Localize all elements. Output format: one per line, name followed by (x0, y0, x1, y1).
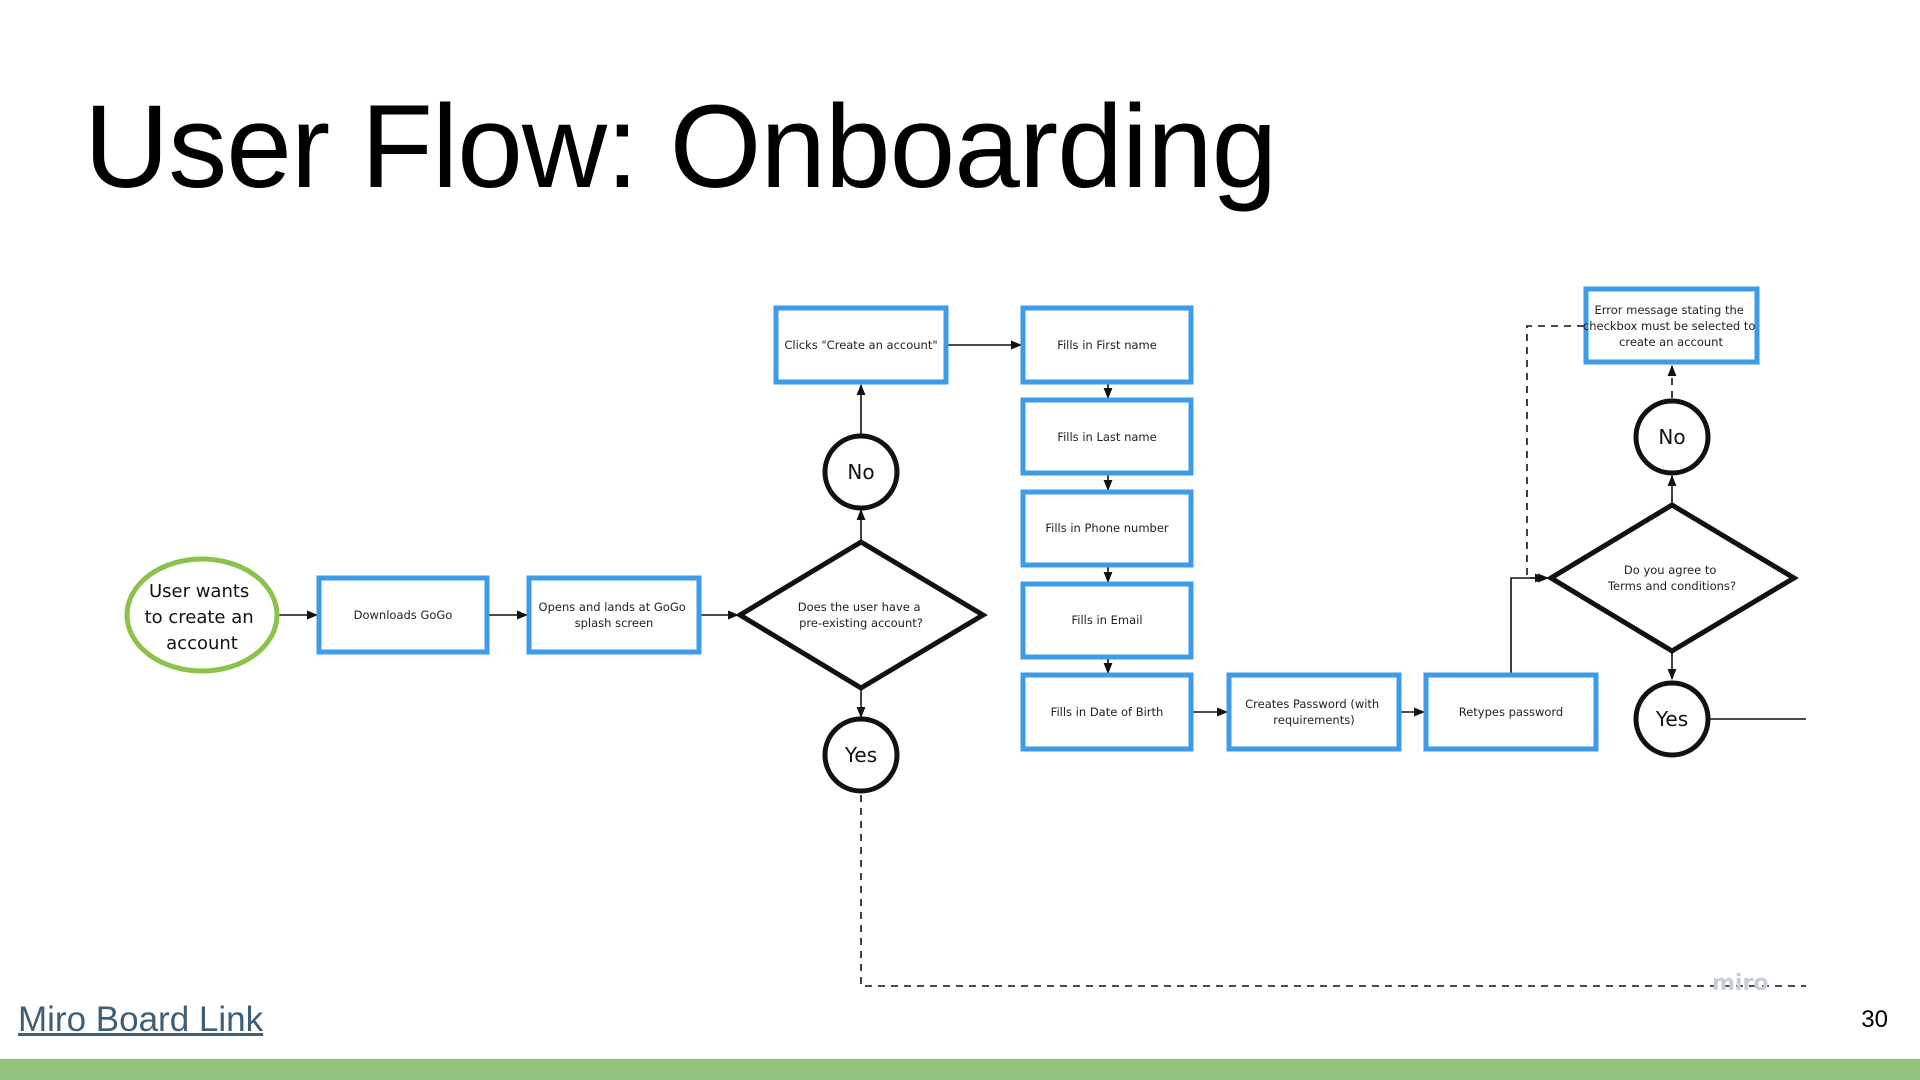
last-name-box (1020, 397, 1194, 476)
accent-bar (0, 1059, 1920, 1080)
retype-box (1423, 672, 1599, 752)
yes-label-1: Yes (844, 743, 877, 767)
create-account-label: Clicks "Create an account" (784, 338, 937, 352)
last-name-label: Fills in Last name (1057, 430, 1156, 444)
yes-node-2 (1633, 680, 1711, 758)
edge-retype-to-terms (1510, 573, 1550, 674)
terms-decision-label: Do you agree to Terms and conditions? (1607, 563, 1736, 593)
miro-watermark: miro (1712, 971, 1768, 996)
no-label-1: No (847, 460, 874, 484)
retype-label: Retypes password (1459, 705, 1563, 719)
account-decision-label: Does the user have a pre-existing accoun… (798, 600, 924, 630)
slide-title: User Flow: Onboarding (84, 81, 1277, 213)
downloads-box (316, 575, 490, 655)
error-box (1583, 286, 1760, 365)
phone-label: Fills in Phone number (1045, 521, 1169, 535)
no-node-1 (822, 433, 900, 511)
splash-box (526, 575, 702, 655)
password-box (1226, 672, 1402, 752)
password-label: Creates Password (with requirements) (1245, 697, 1383, 727)
no-label-2: No (1658, 425, 1685, 449)
splash-label: Opens and lands at GoGo splash screen (539, 600, 690, 630)
page-number: 30 (1861, 1006, 1888, 1033)
email-box (1020, 581, 1194, 660)
create-account-box (773, 305, 949, 385)
miro-board-link[interactable]: Miro Board Link (18, 1000, 264, 1039)
start-node: User wants to create an account (124, 556, 280, 674)
yes-node-1 (822, 716, 900, 794)
dob-box (1020, 672, 1194, 752)
yes-label-2: Yes (1655, 707, 1688, 731)
edge-yes1-dashed-exit (860, 795, 1806, 987)
dob-label: Fills in Date of Birth (1051, 705, 1164, 719)
email-label: Fills in Email (1071, 613, 1142, 627)
downloads-label: Downloads GoGo (354, 608, 453, 622)
first-name-label: Fills in First name (1057, 338, 1157, 352)
phone-box (1020, 489, 1194, 568)
no-node-2 (1633, 398, 1711, 476)
first-name-box (1020, 305, 1194, 385)
edge-error-back-to-terms (1526, 325, 1584, 583)
terms-decision (1546, 502, 1799, 654)
error-label: Error message stating the checkbox must … (1583, 303, 1759, 349)
account-decision (735, 539, 988, 691)
svg-text:User wants to create an: User wants to create an account (145, 581, 260, 654)
